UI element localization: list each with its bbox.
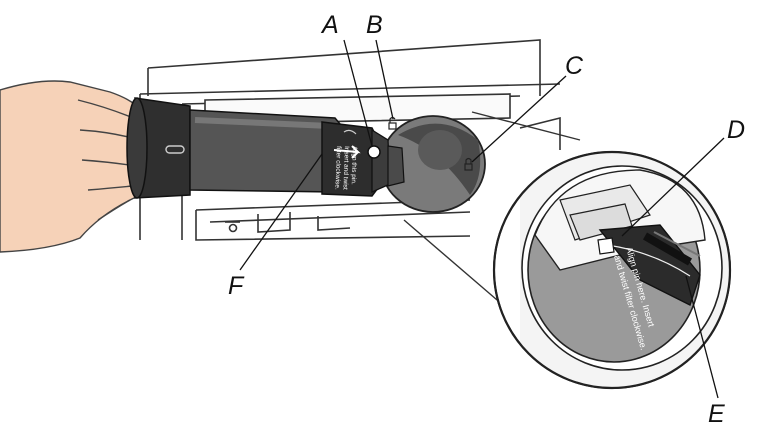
callout-a: A: [320, 11, 339, 39]
leader-line-f: [239, 153, 323, 271]
lock-icon: [464, 157, 473, 171]
alignment-pin: [367, 145, 381, 159]
leader-line-b: [375, 39, 394, 120]
filter-label-line2: Insert and twist: [341, 146, 350, 190]
filter-grip-slot: [165, 145, 185, 154]
filter-label-line3: filter clockwise.: [333, 146, 342, 190]
leader-line-a: [343, 39, 373, 147]
leader-line-d: [621, 137, 725, 237]
callout-c: C: [565, 52, 584, 80]
magnified-detail: [492, 150, 732, 390]
water-filter-cartridge: [126, 97, 405, 199]
leader-line-e: [685, 275, 719, 399]
arrow-icon: [333, 145, 361, 159]
callout-e: E: [708, 400, 725, 428]
callout-d: D: [727, 116, 745, 144]
filter-head-socket: [380, 115, 486, 213]
callout-f: F: [228, 272, 245, 300]
leader-lines: [239, 39, 725, 399]
leader-line-c: [471, 75, 567, 163]
callout-b: B: [366, 11, 383, 39]
filter-label-line1: Align this pin.: [350, 146, 358, 185]
